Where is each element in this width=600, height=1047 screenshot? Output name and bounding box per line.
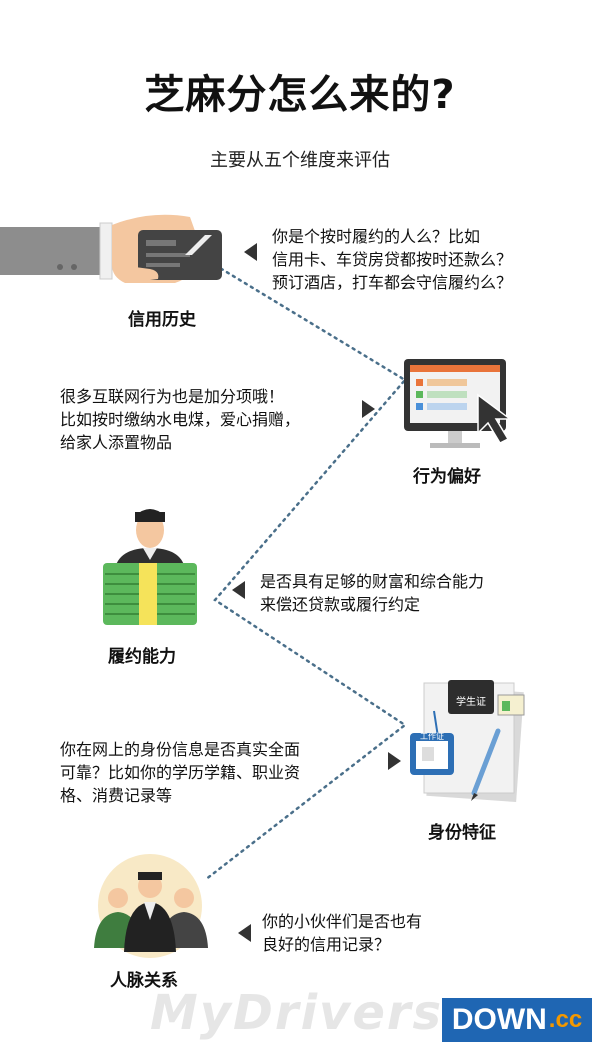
label-credit-history: 信用历史 [128, 310, 196, 330]
hand-credit-card-icon [0, 214, 222, 283]
desc-line: 给家人添置物品 [60, 433, 173, 452]
desc-credit-history: 你是个按时履约的人么？比如 信用卡、车贷房贷都按时还款么？ 预订酒店，打车都会守… [272, 225, 512, 294]
desc-line: 良好的信用记录？ [262, 935, 391, 954]
page-title: 芝麻分怎么来的? [144, 72, 456, 118]
desc-line: 比如按时缴纳水电煤，爱心捐赠， [60, 410, 301, 429]
people-group-icon [94, 854, 208, 958]
label-fulfillment: 履约能力 [108, 647, 176, 667]
pointer-arrow-4 [388, 752, 401, 770]
pointer-arrow-2 [362, 400, 375, 418]
pointer-arrow-5 [238, 924, 251, 942]
desc-identity: 你在网上的身份信息是否真实全面 可靠？比如你的学历学籍、职业资 格、消费记录等 [60, 738, 300, 807]
desc-fulfillment: 是否具有足够的财富和综合能力 来偿还贷款或履行约定 [260, 570, 484, 616]
logo-suffix: .cc [548, 1006, 583, 1033]
person-money-icon [103, 509, 197, 625]
page-subtitle: 主要从五个维度来评估 [210, 150, 390, 171]
id-documents-icon: 学生证 工作证 [410, 680, 525, 803]
desc-network: 你的小伙伴们是否也有 良好的信用记录？ [262, 910, 422, 956]
desc-line: 你在网上的身份信息是否真实全面 [60, 740, 301, 759]
desc-line: 信用卡、车贷房贷都按时还款么？ [272, 250, 513, 269]
computer-monitor-icon [404, 359, 513, 448]
down-cc-logo: DOWN.cc [442, 998, 592, 1042]
student-card-text: 学生证 [456, 695, 486, 708]
desc-line: 你是个按时履约的人么？比如 [272, 227, 481, 246]
work-badge-text: 工作证 [420, 731, 444, 741]
desc-line: 你的小伙伴们是否也有 [262, 912, 423, 931]
desc-line: 很多互联网行为也是加分项哦！ [60, 387, 285, 406]
desc-line: 可靠？比如你的学历学籍、职业资 [60, 763, 301, 782]
pointer-arrow-1 [244, 243, 257, 261]
desc-behavior: 很多互联网行为也是加分项哦！ 比如按时缴纳水电煤，爱心捐赠， 给家人添置物品 [60, 385, 300, 454]
label-behavior: 行为偏好 [413, 467, 481, 487]
desc-line: 来偿还贷款或履行约定 [260, 595, 421, 614]
logo-main: DOWN [451, 1003, 547, 1036]
desc-line: 格、消费记录等 [60, 786, 173, 805]
desc-line: 预订酒店，打车都会守信履约么？ [272, 273, 513, 292]
desc-line: 是否具有足够的财富和综合能力 [260, 572, 485, 591]
pointer-arrow-3 [232, 581, 245, 599]
label-identity: 身份特征 [428, 823, 496, 843]
watermark-text: MyDrivers [150, 985, 444, 1041]
label-network: 人脉关系 [110, 971, 178, 991]
